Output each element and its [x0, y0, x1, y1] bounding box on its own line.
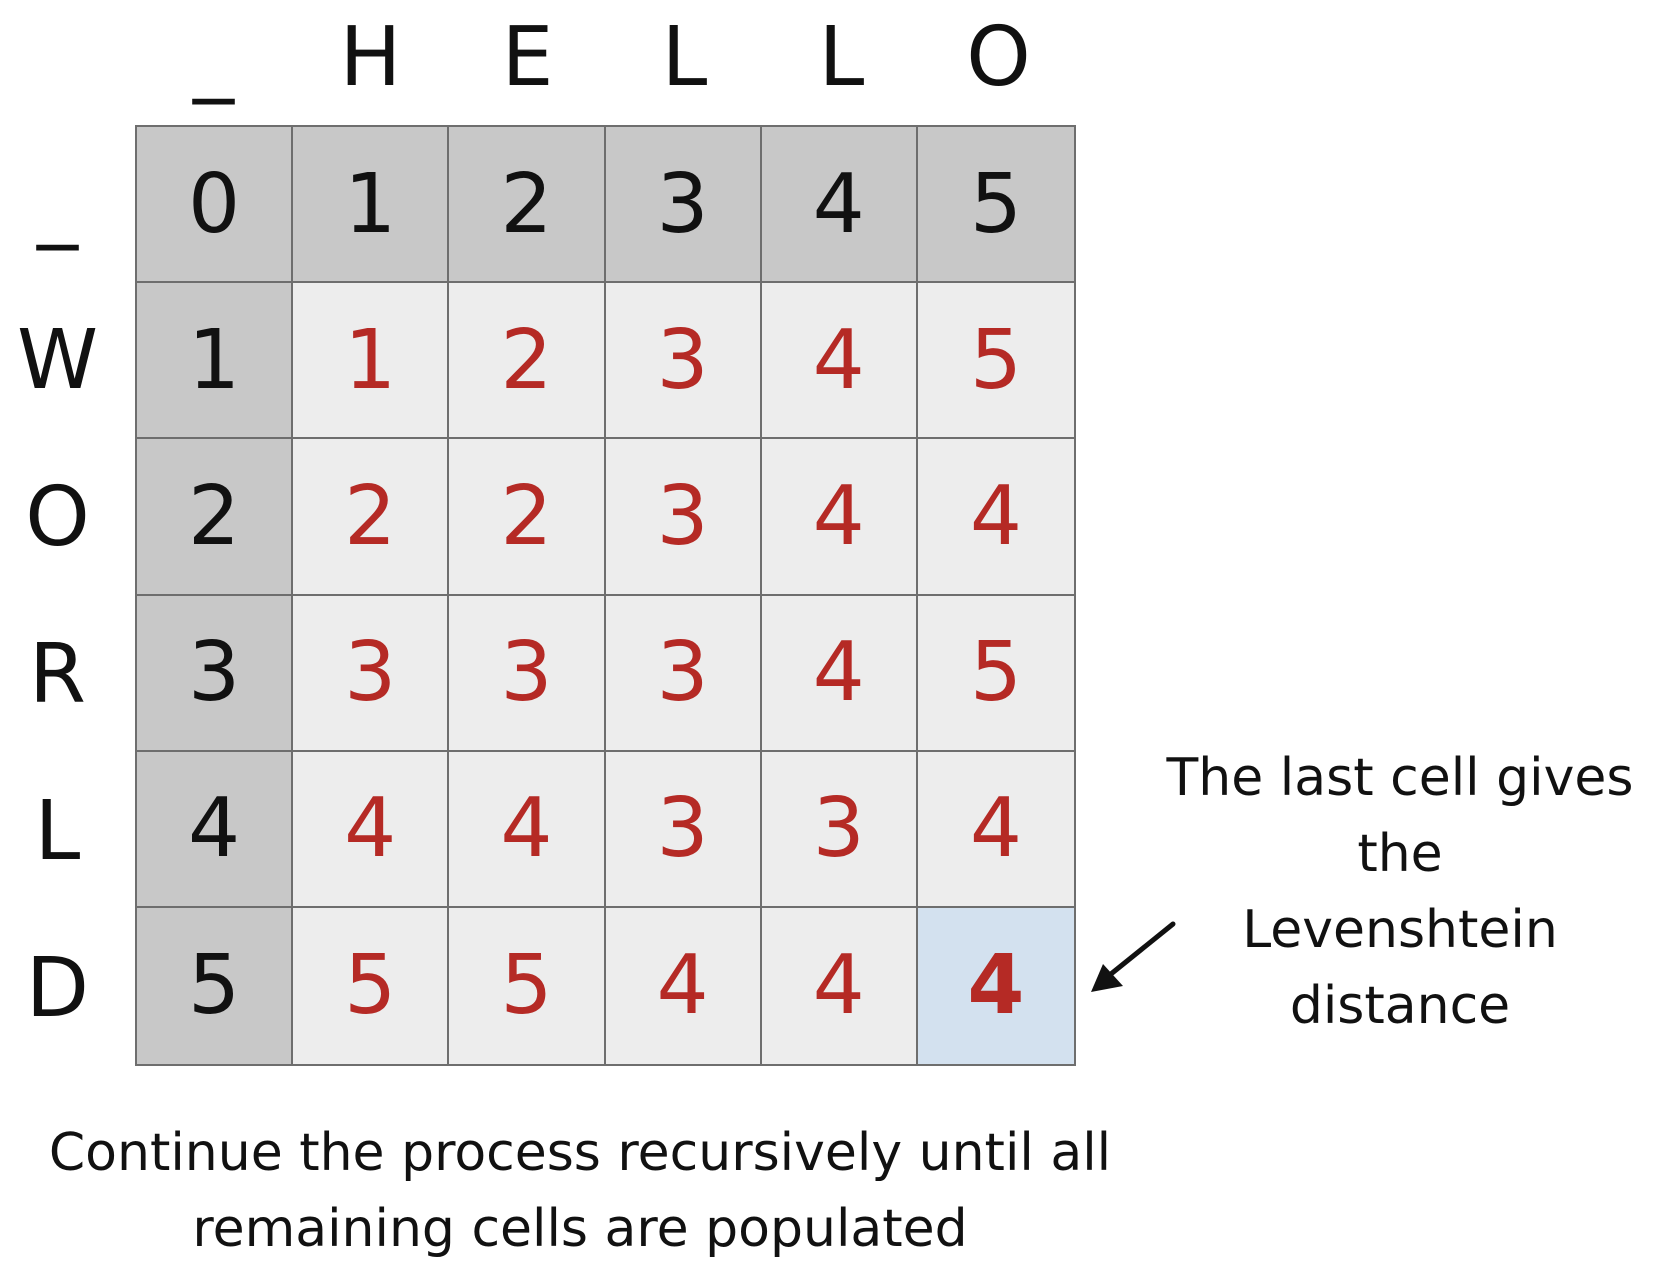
matrix-cell-r2-c1: 2 [293, 439, 450, 596]
matrix-cell-r0-c5: 5 [917, 127, 1074, 284]
matrix-cell-r3-c2: 3 [449, 595, 606, 752]
matrix-cell-r4-c3: 3 [605, 751, 762, 908]
matrix-cell-r4-c1: 4 [293, 751, 450, 908]
matrix-cell-r5-c3: 4 [605, 907, 762, 1064]
result-cell: 4 [917, 907, 1074, 1064]
diagram-caption: Continue the process recursively until a… [40, 1115, 1120, 1267]
column-header-l2: L [818, 10, 865, 105]
matrix-cell-r4-c4: 3 [761, 751, 918, 908]
row-header-r: R [29, 627, 86, 722]
annotation-line-1: The last cell gives the [1166, 748, 1634, 884]
caption-line-1: Continue the process recursively until a… [48, 1123, 1112, 1183]
matrix-cell-r3-c0: 3 [137, 595, 294, 752]
matrix-cell-r2-c0: 2 [137, 439, 294, 596]
matrix-cell-r1-c0: 1 [137, 283, 294, 440]
matrix-cell-r0-c0: 0 [137, 127, 294, 284]
matrix-cell-r3-c3: 3 [605, 595, 762, 752]
matrix-cell-r3-c4: 4 [761, 595, 918, 752]
matrix-cell-r5-c0: 5 [137, 907, 294, 1064]
matrix-cell-r1-c3: 3 [605, 283, 762, 440]
matrix-cell-r1-c5: 5 [917, 283, 1074, 440]
matrix-cell-r3-c1: 3 [293, 595, 450, 752]
matrix-cell-r4-c5: 4 [917, 751, 1074, 908]
matrix-cell-r2-c4: 4 [761, 439, 918, 596]
matrix-cell-r0-c4: 4 [761, 127, 918, 284]
matrix-cell-r1-c2: 2 [449, 283, 606, 440]
matrix-cell-r1-c4: 4 [761, 283, 918, 440]
matrix-cell-r3-c5: 5 [917, 595, 1074, 752]
matrix-cell-r5-c2: 5 [449, 907, 606, 1064]
column-header-l1: L [661, 10, 708, 105]
matrix-cell-r4-c2: 4 [449, 751, 606, 908]
matrix-cell-r0-c3: 3 [605, 127, 762, 284]
annotation-line-2: Levenshtein distance [1242, 900, 1558, 1036]
column-header-e: E [501, 10, 554, 105]
row-header-w: W [16, 313, 99, 408]
column-header-empty: _ [193, 10, 234, 105]
caption-line-2: remaining cells are populated [192, 1199, 968, 1259]
row-header-l: L [34, 784, 81, 879]
matrix-cell-r1-c1: 1 [293, 283, 450, 440]
matrix-cell-r4-c0: 4 [137, 751, 294, 908]
matrix-cell-r2-c2: 2 [449, 439, 606, 596]
column-header-o: O [966, 10, 1031, 105]
matrix-cell-r0-c1: 1 [293, 127, 450, 284]
matrix-cell-r2-c5: 4 [917, 439, 1074, 596]
arrow-pointing-down-left-icon [1091, 921, 1176, 992]
row-header-o: O [25, 470, 90, 565]
matrix-cell-r5-c4: 4 [761, 907, 918, 1064]
matrix-cell-r0-c2: 2 [449, 127, 606, 284]
row-header-empty: _ [37, 156, 78, 251]
row-header-d: D [25, 941, 90, 1036]
distance-matrix: 0 1 2 3 4 5 1 1 2 3 4 5 2 2 2 3 4 4 3 3 … [135, 125, 1076, 1066]
matrix-cell-r5-c1: 5 [293, 907, 450, 1064]
result-annotation: The last cell gives the Levenshtein dist… [1130, 740, 1670, 1044]
matrix-cell-r2-c3: 3 [605, 439, 762, 596]
column-header-h: H [339, 10, 402, 105]
